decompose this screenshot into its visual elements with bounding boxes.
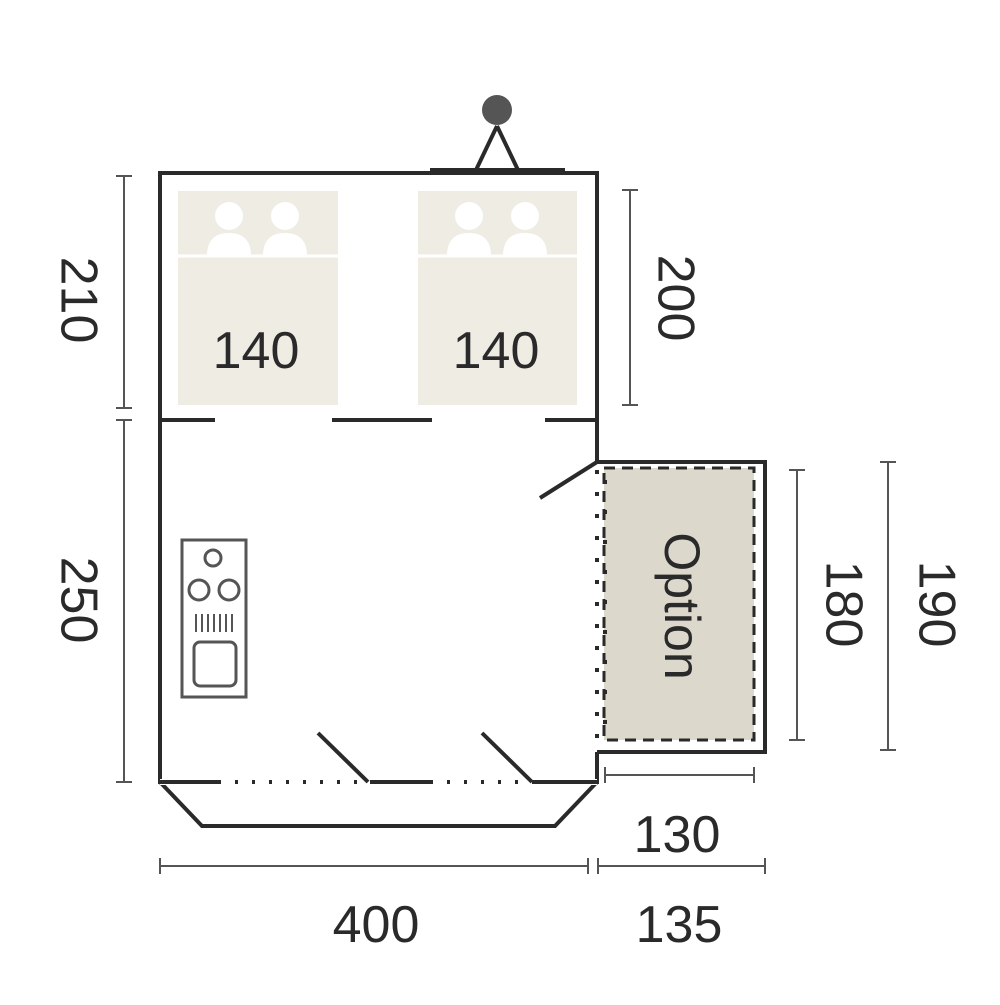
door-swing bbox=[316, 731, 370, 784]
main-tent-outline bbox=[158, 171, 599, 828]
bed-width-label: 140 bbox=[213, 322, 300, 380]
dimension-labels: 210 250 200 180 190 130 400 135 bbox=[49, 255, 965, 954]
bed-area bbox=[418, 191, 577, 405]
option-label: Option bbox=[654, 532, 710, 679]
side-door bbox=[538, 460, 599, 500]
bedroom-left: 140 bbox=[178, 191, 338, 405]
dimension-left-top: 210 bbox=[49, 257, 107, 344]
two-persons-icon bbox=[447, 202, 547, 256]
option-annex: Option bbox=[595, 460, 767, 754]
antenna-icon bbox=[430, 95, 565, 172]
dimension-left-bottom: 250 bbox=[49, 557, 107, 644]
option-area bbox=[602, 466, 756, 742]
dimension-bedroom-depth: 200 bbox=[646, 255, 704, 342]
bedroom-right: 140 bbox=[418, 191, 577, 405]
door-swing bbox=[480, 731, 534, 784]
annex-zip-markers bbox=[595, 470, 607, 745]
dimension-option-width-inner: 130 bbox=[634, 806, 721, 864]
kitchen-unit-icon bbox=[180, 538, 248, 699]
dimension-main-width: 400 bbox=[333, 896, 420, 954]
dimension-option-depth-inner: 180 bbox=[814, 561, 872, 648]
dimension-lines bbox=[116, 175, 896, 874]
bed-area bbox=[178, 191, 338, 405]
two-persons-icon bbox=[207, 202, 307, 256]
bed-width-label: 140 bbox=[453, 322, 540, 380]
dimension-option-width-outer: 135 bbox=[636, 896, 723, 954]
dimension-option-depth-outer: 190 bbox=[907, 561, 965, 648]
front-entrance bbox=[160, 731, 597, 785]
